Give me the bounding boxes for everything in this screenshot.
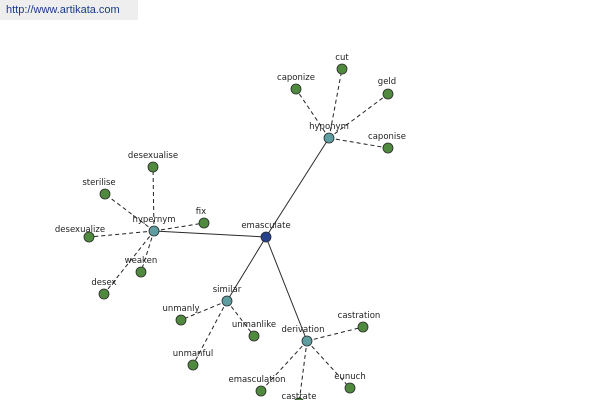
term-label-eunuch: eunuch (334, 372, 365, 382)
relation-label-hypernym: hypernym (132, 215, 175, 225)
term-label-caponise: caponise (368, 132, 406, 142)
term-label-desex: desex (91, 278, 116, 288)
edge-derivation-emasculation (260, 340, 308, 392)
term-label-emasculation: emasculation (228, 375, 285, 385)
term-label-castration: castration (338, 311, 381, 321)
center-node[interactable] (260, 231, 272, 243)
edge-derivation-castration (306, 326, 364, 342)
center-label: emasculate (241, 221, 290, 231)
relation-label-hyponym: hyponym (309, 122, 349, 132)
edge-hypernym-desexualize (88, 230, 155, 238)
edge-derivation-castrate (298, 340, 308, 400)
relation-node-similar[interactable] (221, 295, 233, 307)
term-node-fix[interactable] (198, 217, 210, 229)
term-node-caponize[interactable] (290, 83, 302, 95)
edge-hypernym-weaken (140, 230, 155, 273)
edge-similar-unmanlike (226, 300, 255, 337)
term-label-castrate: castrate (282, 392, 317, 400)
edge-derivation-eunuch (306, 340, 351, 389)
edge-hyponym-caponise (328, 137, 389, 149)
term-label-unmanful: unmanful (173, 349, 213, 359)
term-label-geld: geld (378, 77, 396, 87)
edge-hypernym-sterilise (104, 193, 155, 232)
term-label-fix: fix (196, 207, 206, 217)
edge-hyponym-cut (328, 68, 343, 139)
term-node-sterilise[interactable] (99, 188, 111, 200)
term-node-desexualize[interactable] (83, 231, 95, 243)
term-node-eunuch[interactable] (344, 382, 356, 394)
term-label-unmanly: unmanly (162, 304, 199, 314)
term-node-emasculation[interactable] (255, 385, 267, 397)
relation-node-hypernym[interactable] (148, 225, 160, 237)
edge-similar (226, 236, 267, 302)
term-node-caponise[interactable] (382, 142, 394, 154)
term-label-desexualise: desexualise (128, 151, 178, 161)
term-node-desex[interactable] (98, 288, 110, 300)
edge-similar-unmanly (180, 300, 228, 321)
edge-hypernym-desexualise (152, 166, 155, 232)
relation-node-derivation[interactable] (301, 335, 313, 347)
edge-hyponym-geld (328, 93, 389, 139)
term-label-unmanlike: unmanlike (232, 320, 276, 330)
term-label-sterilise: sterilise (82, 178, 115, 188)
relation-label-similar: similar (213, 285, 242, 295)
term-node-unmanly[interactable] (175, 314, 187, 326)
relation-label-derivation: derivation (281, 325, 324, 335)
term-node-geld[interactable] (382, 88, 394, 100)
edge-hypernym (153, 230, 267, 238)
edge-similar-unmanful (192, 300, 228, 366)
edge-hyponym (265, 137, 330, 238)
term-node-cut[interactable] (336, 63, 348, 75)
edge-derivation (265, 236, 308, 342)
term-label-weaken: weaken (125, 256, 158, 266)
term-node-desexualise[interactable] (147, 161, 159, 173)
edge-hypernym-fix (153, 222, 205, 232)
term-label-desexualize: desexualize (55, 225, 105, 235)
edge-hyponym-caponize (295, 88, 330, 139)
term-node-castration[interactable] (357, 321, 369, 333)
term-node-unmanful[interactable] (187, 359, 199, 371)
term-node-weaken[interactable] (135, 266, 147, 278)
site-url[interactable]: http://www.artikata.com (0, 0, 138, 20)
term-node-unmanlike[interactable] (248, 330, 260, 342)
relation-node-hyponym[interactable] (323, 132, 335, 144)
term-label-cut: cut (335, 53, 349, 63)
term-label-caponize: caponize (277, 73, 315, 83)
